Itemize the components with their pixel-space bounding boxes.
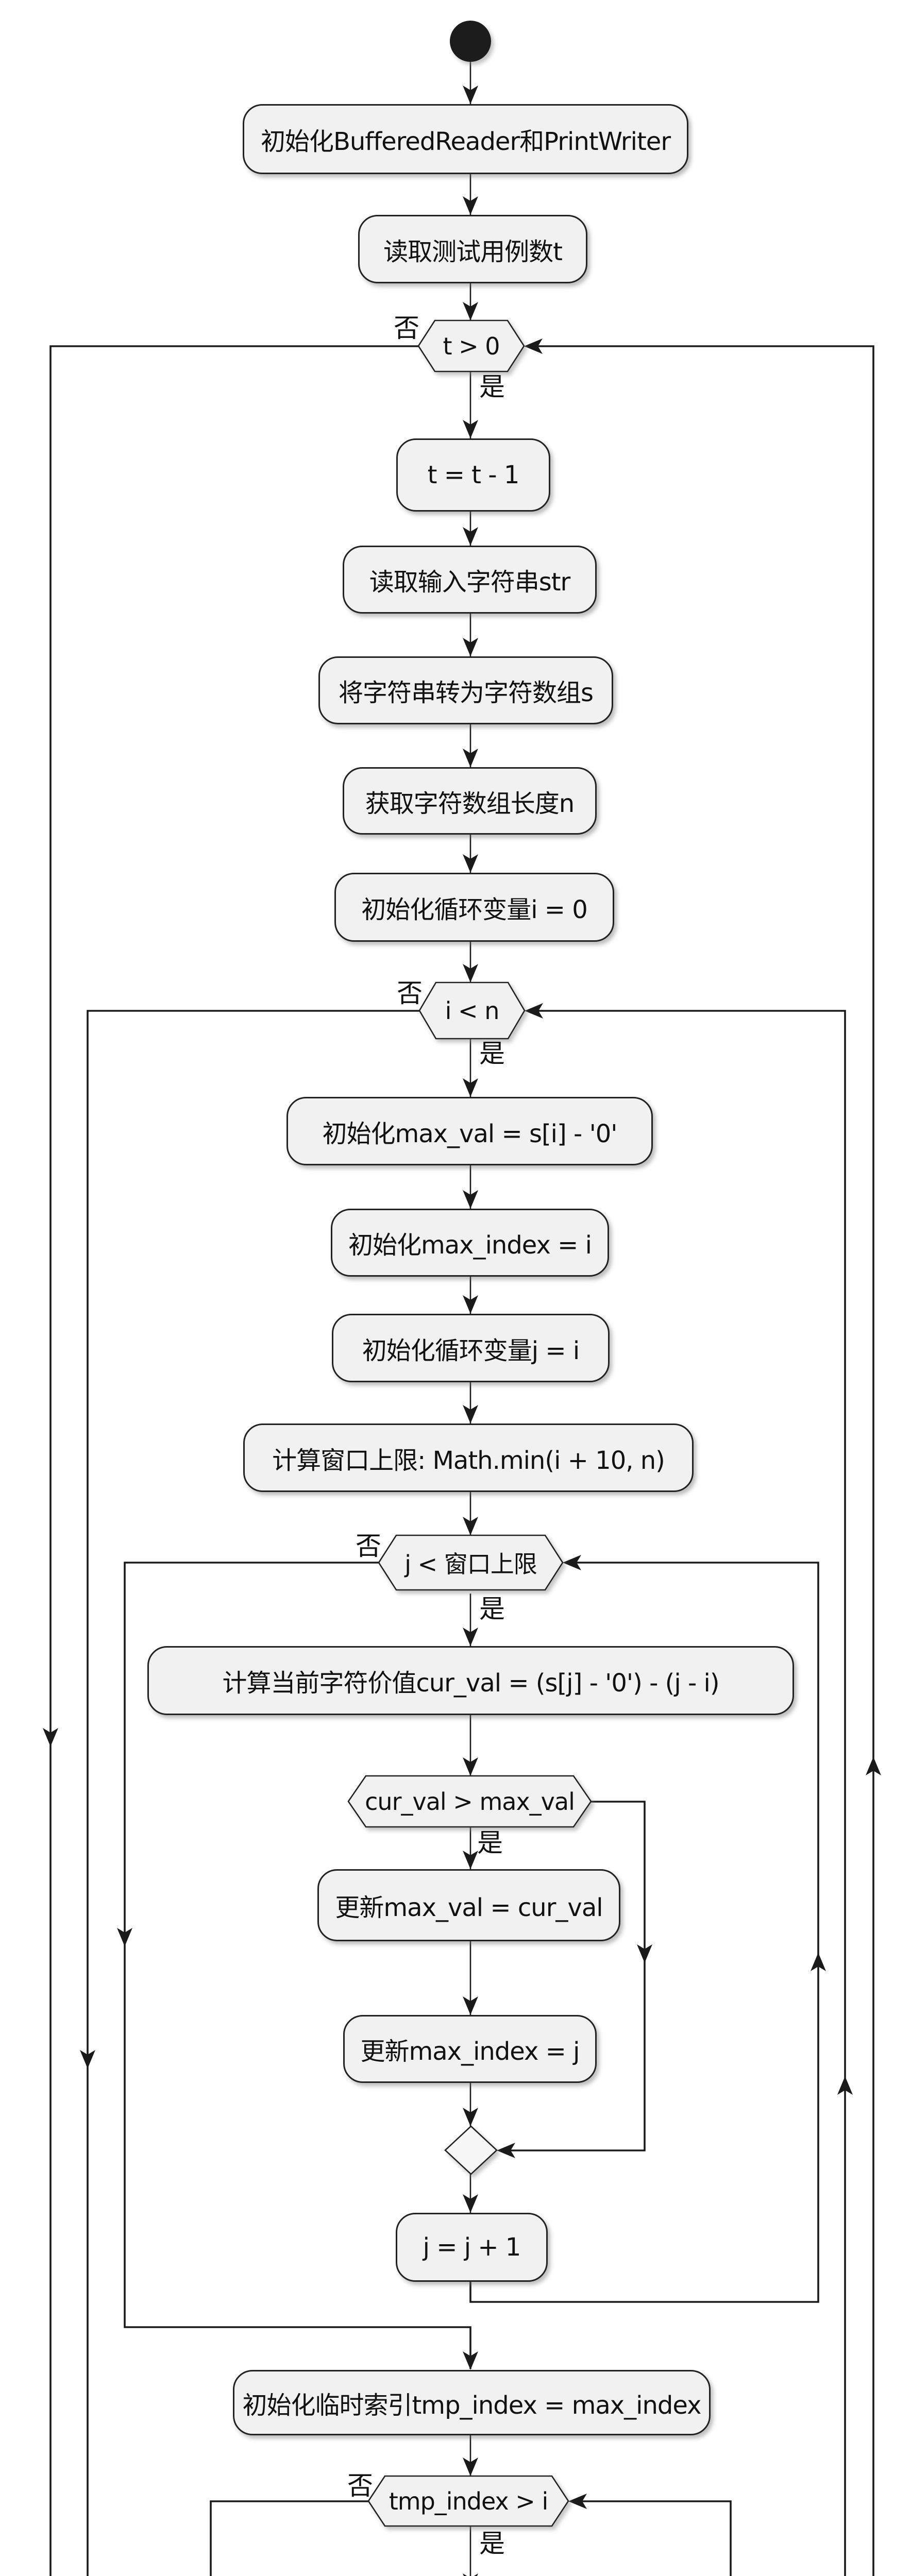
- node-init-tmp: 初始化临时索引tmp_index = max_index: [233, 2370, 711, 2435]
- edge-label-no-j: 否: [356, 1531, 381, 1561]
- hexagon-if-cur: [347, 1775, 592, 1828]
- edge-label-yes-t: 是: [479, 372, 505, 402]
- node-upd-max-val: 更新max_val = cur_val: [317, 1869, 620, 1941]
- edge-label-no-tmp: 否: [347, 2471, 373, 2501]
- node-to-chars: 将字符串转为字符数组s: [318, 656, 613, 724]
- start-node: [450, 21, 491, 62]
- condition-if-cur: cur_val > max_val: [365, 1787, 575, 1816]
- node-calc-window: 计算窗口上限: Math.min(i + 10, n): [243, 1423, 694, 1492]
- edge-label-no-i: 否: [397, 978, 423, 1008]
- node-inc-j: j = j + 1: [396, 2213, 548, 2282]
- edge-label-no-t: 否: [394, 313, 419, 343]
- node-init-max-index: 初始化max_index = i: [331, 1209, 609, 1277]
- edge-label-yes-cur: 是: [477, 1828, 503, 1858]
- hexagon-while-tmp: [367, 2475, 569, 2527]
- edge-label-yes-tmp: 是: [479, 2529, 505, 2558]
- edge-label-yes-i: 是: [479, 1039, 505, 1069]
- node-read-str: 读取输入字符串str: [343, 546, 597, 614]
- condition-while-tmp: tmp_index > i: [389, 2487, 548, 2515]
- condition-while-j: j < 窗口上限: [404, 1550, 537, 1578]
- condition-while-i: i < n: [445, 996, 500, 1025]
- node-dec-t: t = t - 1: [396, 438, 550, 512]
- edge-label-yes-j: 是: [479, 1594, 505, 1624]
- node-calc-cur: 计算当前字符价值cur_val = (s[j] - '0') - (j - i): [147, 1646, 794, 1715]
- node-get-len: 获取字符数组长度n: [343, 767, 597, 835]
- node-init-i: 初始化循环变量i = 0: [334, 873, 614, 942]
- merge-diamond: [444, 2125, 498, 2175]
- hexagon-while-i: [418, 981, 526, 1040]
- node-read-t: 读取测试用例数t: [358, 215, 587, 283]
- hexagon-while-j: [378, 1534, 564, 1591]
- decision-hexagons: [347, 319, 592, 2527]
- loop-edge-lines: [49, 345, 874, 2576]
- up-arrowheads: [811, 1757, 881, 2095]
- node-init-j: 初始化循环变量j = i: [332, 1314, 610, 1382]
- hexagon-while-t: [417, 319, 525, 372]
- node-upd-max-index: 更新max_index = j: [343, 2015, 597, 2083]
- node-init-max-val: 初始化max_val = s[i] - '0': [286, 1097, 653, 1165]
- condition-while-t: t > 0: [443, 332, 500, 360]
- node-init-io: 初始化BufferedReader和PrintWriter: [243, 104, 688, 174]
